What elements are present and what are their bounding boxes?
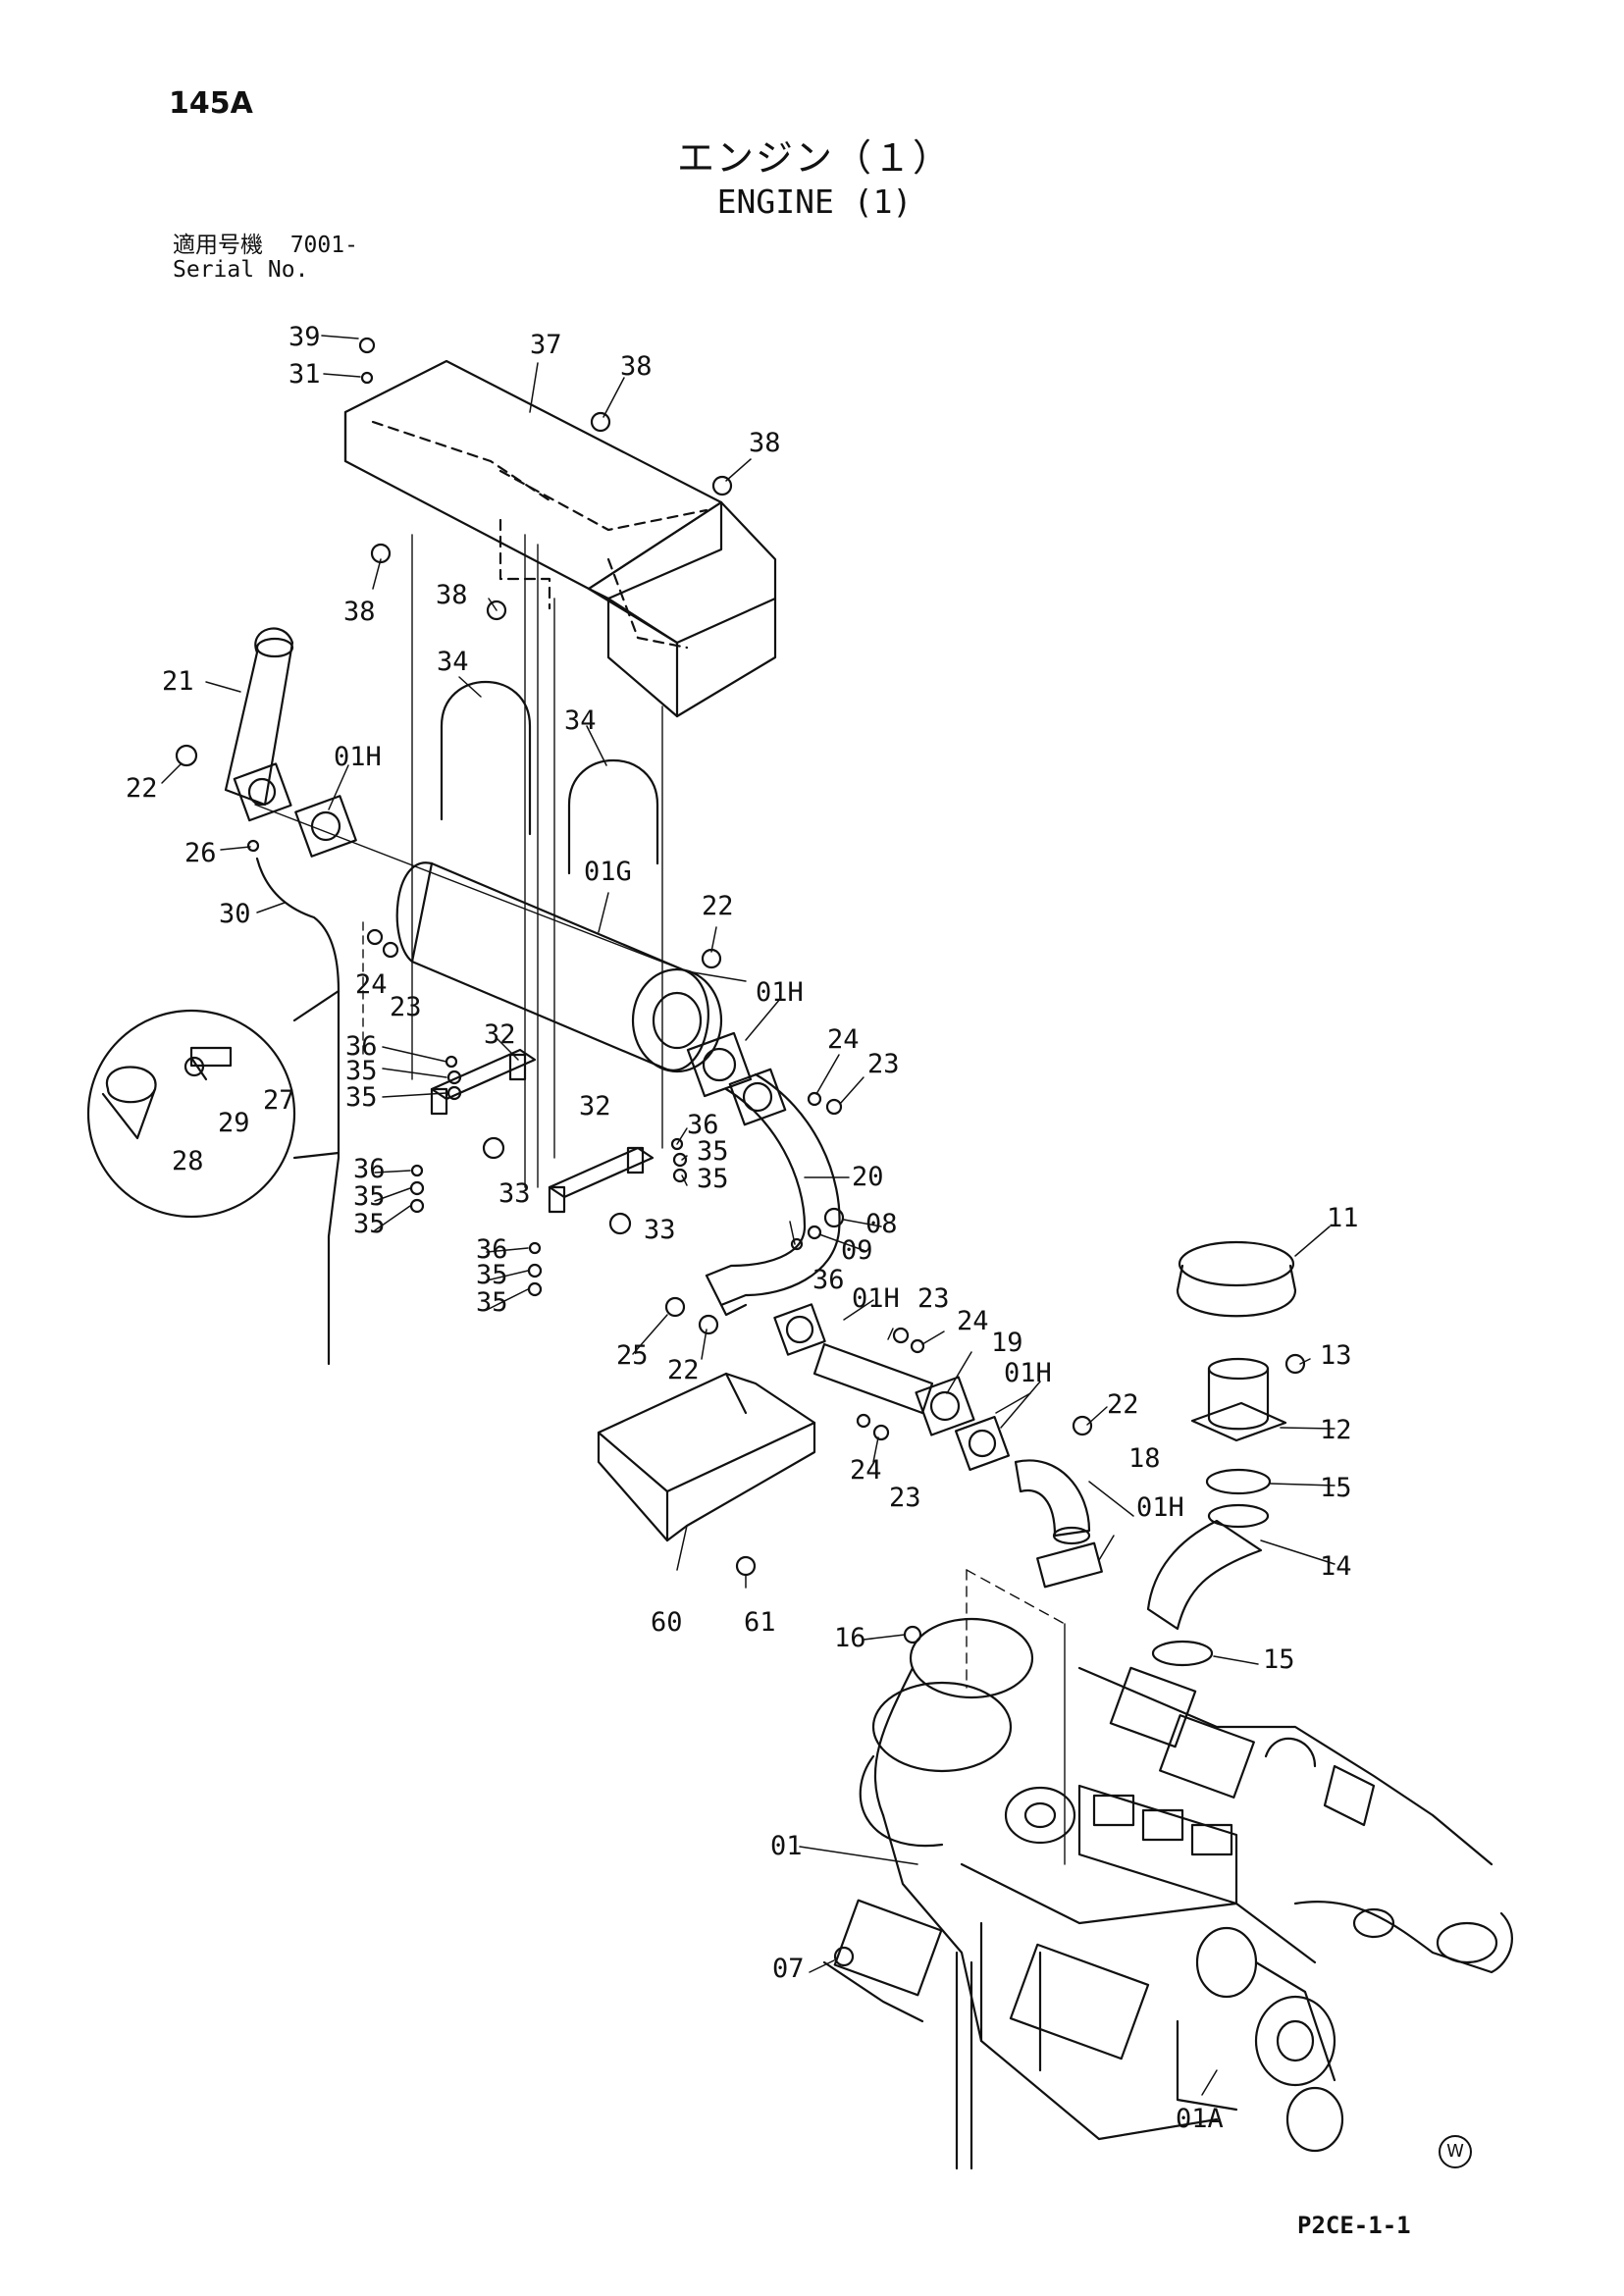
part-label: 15 — [1263, 1644, 1295, 1675]
part-label: 24 — [827, 1024, 860, 1055]
part-label: 12 — [1320, 1415, 1352, 1445]
part-label: 38 — [749, 428, 781, 458]
flexible-pipe-part-20 — [705, 1072, 841, 1317]
exhaust-pipe-part-19 — [773, 1303, 1011, 1472]
brackets-part-32 — [430, 1048, 655, 1214]
elbow-part-18 — [1014, 1459, 1103, 1589]
part-label: 22 — [702, 891, 734, 921]
part-label: 33 — [498, 1178, 531, 1209]
serial-value: 7001- — [289, 233, 358, 258]
part-label: 35 — [353, 1181, 386, 1212]
muffler-part-01G — [395, 861, 723, 1073]
part-label: 15 — [1320, 1473, 1352, 1503]
page-title-english: ENGINE (1) — [716, 183, 913, 221]
intake-hose-part-14 — [1146, 1503, 1270, 1631]
part-label: 24 — [957, 1306, 989, 1336]
part-label: 60 — [651, 1607, 683, 1638]
part-label: 35 — [476, 1260, 508, 1290]
page-title-japanese: エンジン（１） — [677, 136, 953, 180]
part-label: 38 — [436, 580, 468, 610]
part-label: 22 — [126, 773, 158, 804]
air-cleaner-cap-part-11 — [1176, 1240, 1297, 1318]
part-label: 35 — [697, 1136, 729, 1167]
part-label: 32 — [579, 1091, 611, 1122]
part-label: 37 — [530, 330, 562, 360]
air-cleaner-part-12 — [1190, 1357, 1287, 1442]
part-label: 01H — [756, 977, 804, 1008]
part-label: 14 — [1320, 1551, 1352, 1582]
part-label: 30 — [219, 899, 251, 929]
part-label: 35 — [345, 1082, 378, 1113]
watermark-symbol: W — [1439, 2135, 1472, 2168]
part-label: 07 — [772, 1954, 805, 1984]
part-label: 11 — [1327, 1203, 1359, 1233]
detail-callout-circle — [86, 989, 341, 1219]
part-label: 22 — [1107, 1389, 1139, 1420]
part-label: 01H — [1136, 1492, 1184, 1523]
part-label: 38 — [343, 597, 376, 627]
part-label: 09 — [841, 1235, 873, 1266]
part-label: 35 — [353, 1209, 386, 1239]
part-label: 25 — [616, 1340, 649, 1371]
part-label: 18 — [1128, 1443, 1161, 1474]
engine-assembly-part-01 — [822, 1617, 1513, 2170]
part-label: 21 — [162, 666, 194, 697]
part-label: 36 — [812, 1265, 845, 1295]
part-label: 32 — [484, 1019, 516, 1050]
flange-gaskets — [233, 762, 787, 1126]
part-label: 24 — [850, 1455, 882, 1486]
part-label: 08 — [865, 1209, 898, 1239]
part-label: 01 — [770, 1831, 803, 1861]
hose-clamps-part-15 — [1151, 1468, 1272, 1667]
page-number: 145A — [169, 86, 253, 121]
part-label: 36 — [345, 1031, 378, 1062]
part-label: 38 — [620, 351, 653, 382]
part-label: 19 — [991, 1328, 1023, 1358]
part-label: 31 — [288, 359, 321, 390]
part-label: 13 — [1320, 1340, 1352, 1371]
part-label: 34 — [564, 705, 597, 736]
part-label: 36 — [687, 1110, 719, 1140]
part-label: 39 — [288, 322, 321, 352]
part-label: 01H — [334, 742, 382, 772]
part-label: 01H — [852, 1283, 900, 1314]
reference-code: P2CE-1-1 — [1297, 2212, 1411, 2239]
part-label: 01A — [1176, 2104, 1224, 2134]
part-label: 35 — [697, 1164, 729, 1194]
part-label: 36 — [476, 1234, 508, 1265]
part-label: 29 — [218, 1108, 250, 1138]
part-label: 61 — [744, 1607, 776, 1638]
part-label: 28 — [172, 1146, 204, 1176]
part-label: 23 — [390, 992, 422, 1022]
part-label: 35 — [345, 1056, 378, 1086]
exhaust-cover-part-37 — [343, 359, 777, 718]
part-label: 01G — [584, 857, 632, 887]
part-label: 23 — [867, 1049, 900, 1079]
heat-shield-part-60 — [597, 1372, 816, 1542]
serial-label-japanese: 適用号機 — [173, 233, 263, 258]
serial-label-english: Serial No. — [173, 257, 309, 283]
drain-pipe-part-30 — [255, 857, 341, 1366]
part-label: 22 — [667, 1355, 700, 1385]
part-label: 27 — [263, 1085, 295, 1116]
part-label: 24 — [355, 969, 388, 1000]
part-label: 23 — [889, 1483, 921, 1513]
u-bolts-part-34 — [440, 681, 659, 875]
tailpipe-part-21 — [224, 627, 294, 807]
part-label: 35 — [476, 1287, 508, 1318]
part-label: 26 — [184, 838, 217, 868]
part-number-labels: 39 31 37 38 38 38 38 21 34 34 22 01H 26 … — [126, 322, 1359, 2134]
serial-number-block: 適用号機 7001- Serial No. — [173, 234, 358, 283]
part-label: 34 — [437, 647, 469, 677]
part-label: 36 — [353, 1154, 386, 1184]
part-label: 33 — [644, 1215, 676, 1245]
leader-lines — [161, 335, 1336, 2096]
fasteners — [175, 337, 1306, 1967]
part-label: 23 — [917, 1283, 950, 1314]
part-label: 16 — [834, 1623, 866, 1653]
part-label: 20 — [852, 1162, 884, 1192]
part-label: 01H — [1004, 1358, 1052, 1388]
